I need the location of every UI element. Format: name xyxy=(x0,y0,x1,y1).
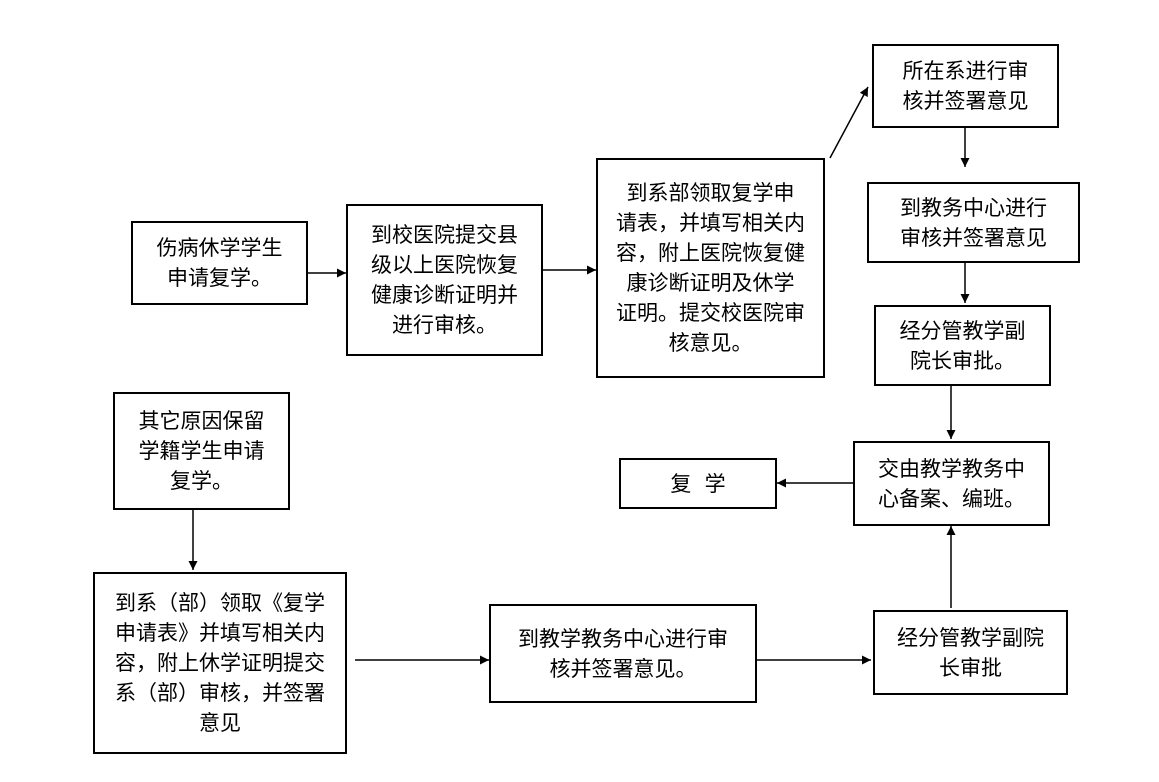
node-other-start: 其它原因保留 学籍学生申请 复学。 xyxy=(113,392,290,510)
node-hospital-check: 到校医院提交县 级以上医院恢复 健康诊断证明并 进行审核。 xyxy=(346,204,543,356)
node-resume: 复 学 xyxy=(619,458,777,509)
node-vice-approve-1: 经分管教学副 院长审批。 xyxy=(874,305,1051,386)
node-dept-review: 所在系进行审 核并签署意见 xyxy=(872,44,1059,128)
arrow-deptform-to-deptreview xyxy=(829,86,869,159)
node-injury-start: 伤病休学学生 申请复学。 xyxy=(131,221,308,305)
node-academic-review-1: 到教务中心进行 审核并签署意见 xyxy=(867,182,1080,263)
node-academic-review-2: 到教学教务中心进行审 核并签署意见。 xyxy=(489,604,757,703)
node-vice-approve-2: 经分管教学副院 长审批 xyxy=(873,610,1068,695)
node-dept-form-other: 到系（部）领取《复学 申请表》并填写相关内 容，附上休学证明提交 系（部）审核，… xyxy=(93,572,347,754)
node-archive: 交由教学教务中 心备案、编班。 xyxy=(853,441,1050,526)
node-dept-form-injury: 到系部领取复学申 请表，并填写相关内 容，附上医院恢复健 康诊断证明及休学 证明… xyxy=(596,158,825,378)
